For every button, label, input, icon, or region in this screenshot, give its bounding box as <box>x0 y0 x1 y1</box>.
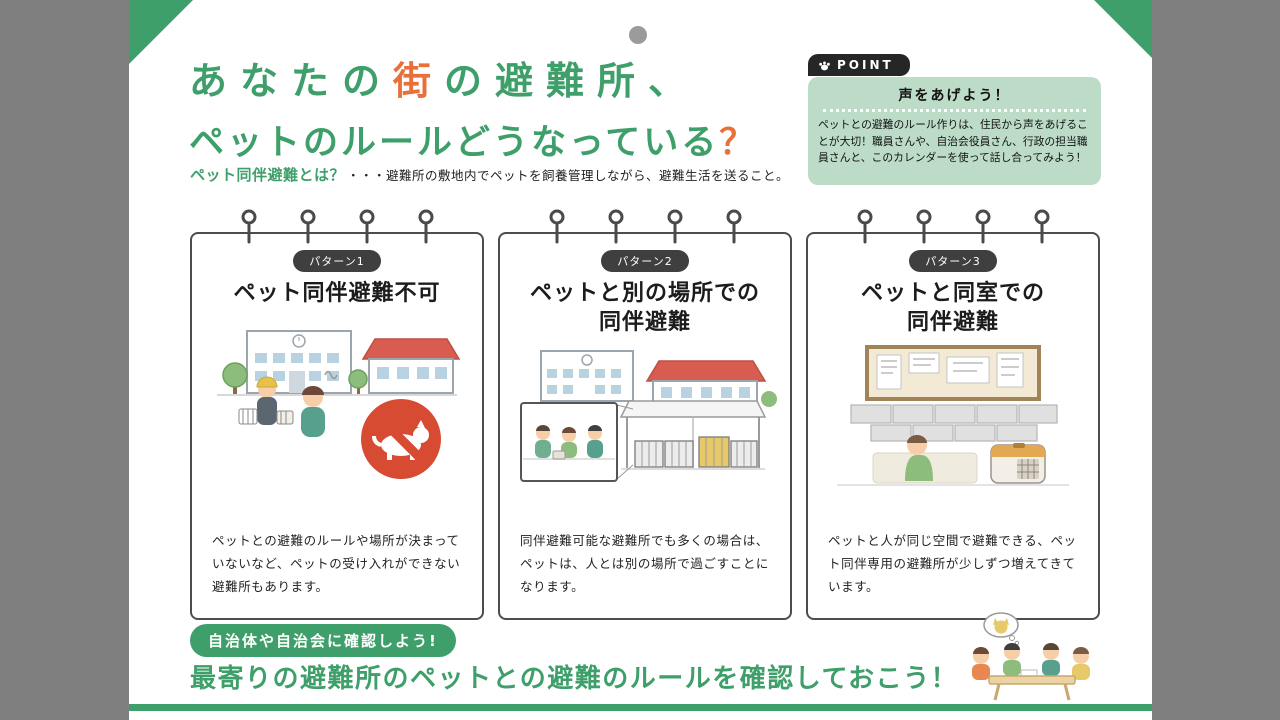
card-description: 同伴避難可能な避難所でも多くの場合は、ペットは、人とは別の場所で過ごすことになり… <box>520 532 770 594</box>
card-title: ペット同伴避難不可 <box>233 280 440 309</box>
binder-ring-icon <box>667 209 682 244</box>
corner-decoration-left <box>129 0 193 64</box>
pattern-badge: パターン3 <box>909 250 997 272</box>
card-title-line: 同伴避難 <box>598 309 691 335</box>
card-description: ペットと人が同じ空間で避難できる、ペット同伴専用の避難所が少しずつ増えてきていま… <box>828 532 1077 594</box>
point-badge: POINT <box>808 54 910 76</box>
title-text: ペットのルールどうなっている <box>189 123 720 163</box>
point-divider <box>823 109 1086 112</box>
binder-ring-icon <box>726 209 741 244</box>
card-description: ペットとの避難のルールや場所が決まっていないなど、ペットの受け入れができない避難… <box>212 532 461 594</box>
definition-line: ペット同伴避難とは？・・・避難所の敷地内でペットを飼養管理しながら、避難生活を送… <box>190 164 789 185</box>
footer-ribbon: 自治体や自治会に確認しよう! <box>190 624 456 657</box>
pattern-card-1: パターン1 ペット同伴避難不可 <box>190 209 484 620</box>
pattern-card-3: パターン3 ペットと同室での 同伴避難 <box>806 209 1100 620</box>
binder-ring-icon <box>608 209 623 244</box>
point-box: 声をあげよう！ ペットとの避難のルール作りは、住民から声をあげることが大切！職員… <box>808 77 1101 185</box>
document-page: あなたの街の避難所、 ペットのルールどうなっている？ ペット同伴避難とは？・・・… <box>129 0 1152 720</box>
point-body: ペットとの避難のルール作りは、住民から声をあげることが大切！職員さんや、自治会役… <box>818 118 1088 165</box>
binder-ring-icon <box>549 209 564 244</box>
pattern-badge: パターン1 <box>293 250 381 272</box>
corner-decoration-right <box>1094 0 1152 58</box>
card-title-line: ペット同伴避難不可 <box>233 281 441 306</box>
pattern-cards: パターン1 ペット同伴避難不可 <box>190 209 1100 620</box>
main-title: あなたの街の避難所、 ペットのルールどうなっている？ <box>189 50 757 165</box>
card-title-line: ペットと同室での <box>860 281 1045 306</box>
card-title-line: ペットと別の場所での <box>529 281 760 306</box>
card-title: ペットと同室での 同伴避難 <box>861 280 1045 337</box>
binder-ring-icon <box>241 209 256 244</box>
paw-icon <box>819 60 830 70</box>
title-text: あなたの <box>189 59 394 103</box>
binder-rings <box>192 208 482 244</box>
definition-label: ペット同伴避難とは？ <box>190 166 346 184</box>
binder-ring-icon <box>857 209 872 244</box>
point-heading: 声をあげよう！ <box>898 88 1011 104</box>
discussion-illustration <box>972 612 1090 701</box>
bottom-accent-bar <box>129 704 1152 711</box>
title-accent-text: ？ <box>719 123 758 163</box>
binder-ring-icon <box>1034 209 1049 244</box>
definition-text: ・・・避難所の敷地内でペットを飼養管理しながら、避難生活を送ること。 <box>347 168 790 183</box>
binder-ring-icon <box>359 209 374 244</box>
hole-punch-dot <box>629 26 647 44</box>
binder-ring-icon <box>418 209 433 244</box>
main-title-line2: ペットのルールどうなっている？ <box>189 114 757 165</box>
pattern-badge: パターン2 <box>601 250 689 272</box>
card-title: ペットと別の場所での 同伴避難 <box>530 280 760 337</box>
title-accent-text: 街 <box>393 59 445 103</box>
footer-message: 最寄りの避難所のペットとの避難のルールを確認しておこう！ <box>190 664 959 694</box>
binder-rings <box>500 208 790 244</box>
main-title-line1: あなたの街の避難所、 <box>189 50 757 105</box>
binder-rings <box>808 208 1098 244</box>
point-badge-label: POINT <box>837 58 894 72</box>
binder-ring-icon <box>916 209 931 244</box>
separate-area-illustration <box>520 350 777 483</box>
binder-ring-icon <box>300 209 315 244</box>
same-room-illustration <box>837 345 1069 487</box>
card-title-line: 同伴避難 <box>906 309 999 335</box>
binder-ring-icon <box>975 209 990 244</box>
pattern-card-2: パターン2 ペットと別の場所での 同伴避難 <box>498 209 792 620</box>
title-text: の避難所、 <box>444 59 700 103</box>
no-pets-illustration <box>217 329 461 479</box>
